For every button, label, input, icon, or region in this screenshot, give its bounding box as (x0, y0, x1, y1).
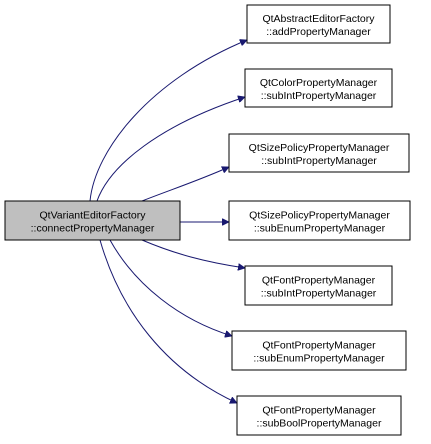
callee-node-5-method-label: ::subIntPropertyManager (261, 288, 377, 300)
call-edge-6 (109, 239, 232, 336)
callee-node-6[interactable]: QtFontPropertyManager::subEnumPropertyMa… (231, 330, 407, 371)
callee-node-2-class-label: QtColorPropertyManager (260, 77, 378, 89)
call-edge-2 (96, 97, 245, 202)
source-function-node-method-label: ::connectPropertyManager (31, 223, 155, 235)
callee-node-7-method-label: ::subBoolPropertyManager (257, 418, 382, 430)
callee-node-6-box (231, 330, 407, 371)
callee-node-2[interactable]: QtColorPropertyManager::subIntPropertyMa… (244, 68, 393, 108)
callee-node-3-box (228, 133, 410, 173)
callee-node-7-box (236, 395, 402, 436)
callee-node-5-class-label: QtFontPropertyManager (262, 275, 376, 287)
callee-node-7[interactable]: QtFontPropertyManager::subBoolPropertyMa… (236, 395, 402, 436)
callee-node-1-class-label: QtAbstractEditorFactory (262, 13, 375, 25)
callee-node-6-class-label: QtFontPropertyManager (262, 340, 376, 352)
callee-node-4-method-label: ::subEnumPropertyManager (254, 223, 386, 235)
callee-node-1[interactable]: QtAbstractEditorFactory::addPropertyMana… (246, 4, 391, 44)
callee-node-1-box (246, 4, 391, 44)
callee-node-4-box (228, 200, 411, 241)
call-edge-5 (141, 239, 245, 268)
callee-node-6-method-label: ::subEnumPropertyManager (253, 353, 385, 365)
callee-node-3-method-label: ::subIntPropertyManager (261, 155, 377, 167)
source-function-node[interactable]: QtVariantEditorFactory::connectPropertyM… (4, 200, 181, 241)
callee-node-7-class-label: QtFontPropertyManager (262, 405, 376, 417)
callee-node-4[interactable]: QtSizePolicyPropertyManager::subEnumProp… (228, 200, 411, 241)
callee-node-3-class-label: QtSizePolicyPropertyManager (249, 142, 390, 154)
callee-node-4-class-label: QtSizePolicyPropertyManager (249, 210, 390, 222)
call-edge-3 (141, 167, 229, 202)
call-edge-1 (89, 40, 247, 202)
call-edge-7 (99, 239, 237, 403)
source-function-node-box (4, 200, 181, 241)
call-nodes: QtVariantEditorFactory::connectPropertyM… (4, 4, 411, 436)
callee-node-1-method-label: ::addPropertyManager (266, 26, 371, 38)
callee-node-2-method-label: ::subIntPropertyManager (261, 90, 377, 102)
source-function-node-class-label: QtVariantEditorFactory (39, 210, 146, 222)
call-edges (89, 40, 247, 403)
callee-node-3[interactable]: QtSizePolicyPropertyManager::subIntPrope… (228, 133, 410, 173)
callee-node-5-box (244, 265, 393, 306)
callee-node-2-box (244, 68, 393, 108)
callee-node-5[interactable]: QtFontPropertyManager::subIntPropertyMan… (244, 265, 393, 306)
